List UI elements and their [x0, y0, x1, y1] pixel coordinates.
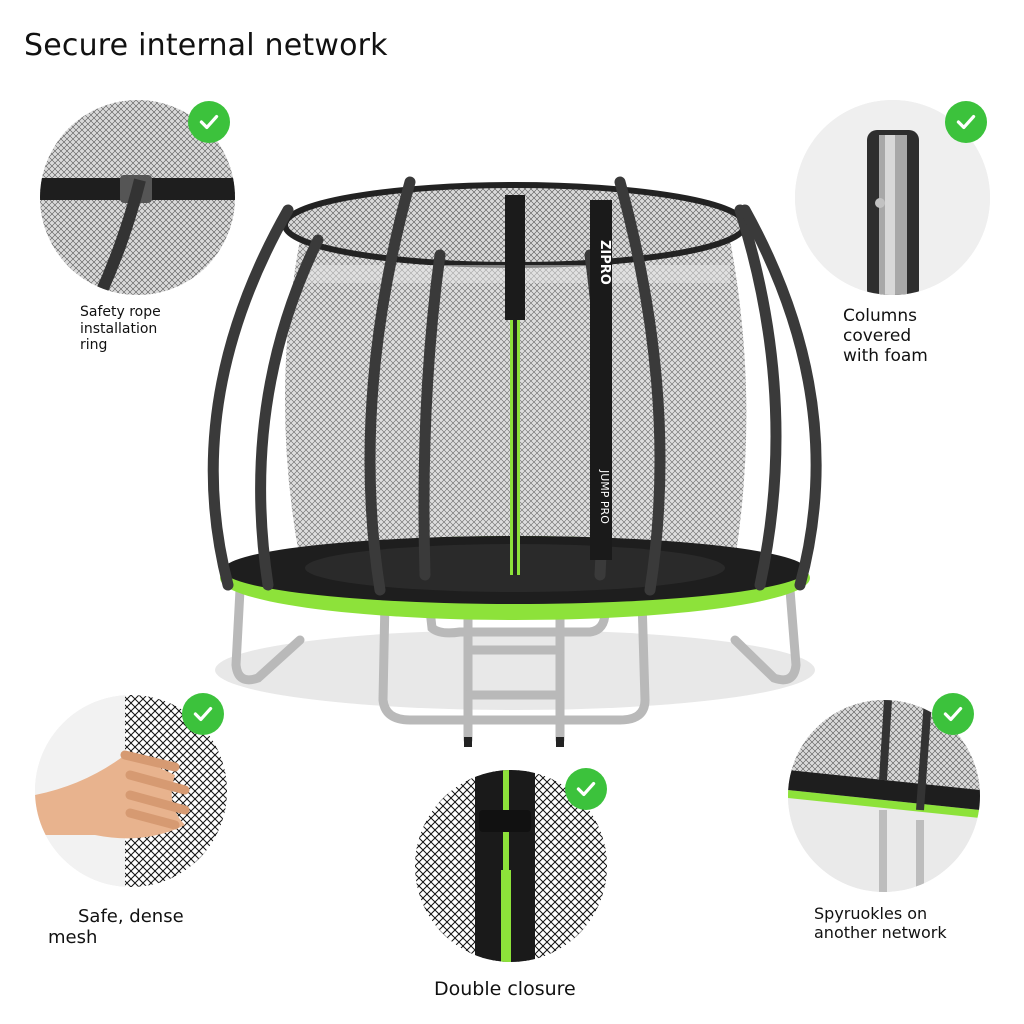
feature-label: Double closure — [434, 978, 576, 1000]
feature-label: Safety rope installation ring — [80, 304, 161, 354]
feature-label: Safe, dense mesh — [48, 906, 184, 949]
check-icon — [932, 693, 974, 735]
brand-model-strap: JUMP PRO — [598, 469, 611, 524]
check-icon — [182, 693, 224, 735]
check-icon — [565, 768, 607, 810]
feature-label: Columns covered with foam — [843, 306, 928, 367]
check-icon — [945, 101, 987, 143]
check-icon — [188, 101, 230, 143]
feature-label: Spyruokles on another network — [814, 904, 947, 942]
brand-logo-strap: ZIPRO — [597, 240, 612, 285]
page-title: Secure internal network — [24, 28, 388, 63]
